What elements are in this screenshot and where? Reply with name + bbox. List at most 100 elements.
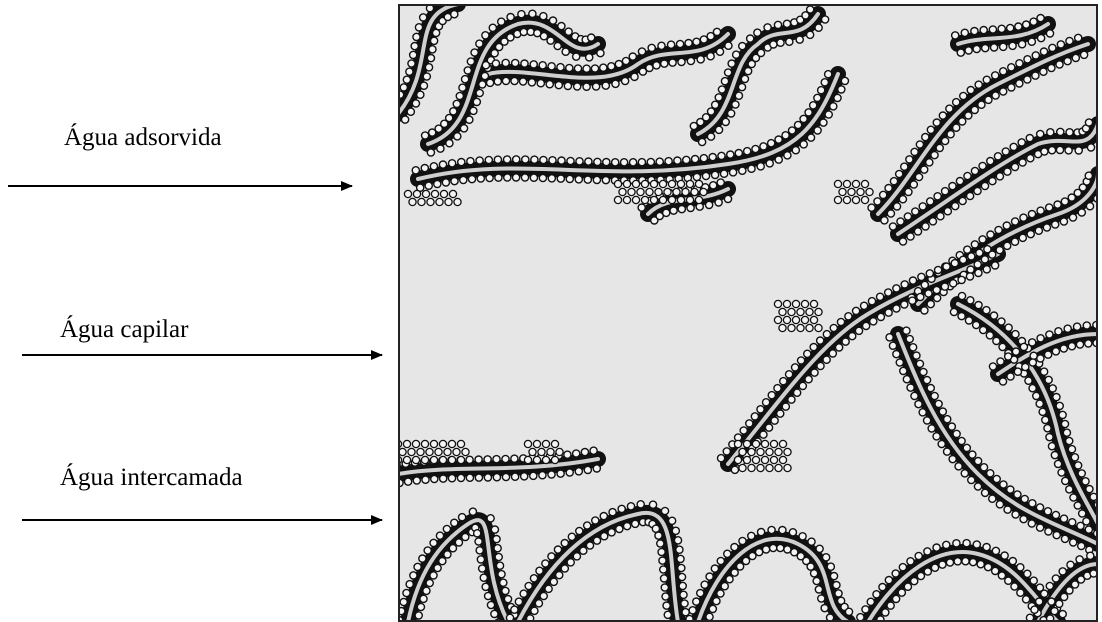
adsorbed-water-particle xyxy=(765,424,772,431)
adsorbed-water-particle xyxy=(1066,129,1073,136)
adsorbed-water-particle xyxy=(757,448,764,455)
adsorbed-water-particle xyxy=(1011,163,1018,170)
adsorbed-water-particle xyxy=(471,49,478,56)
adsorbed-water-particle xyxy=(406,581,413,588)
adsorbed-water-particle xyxy=(795,121,802,128)
adsorbed-water-particle xyxy=(929,218,936,225)
adsorbed-water-particle xyxy=(430,572,437,579)
adsorbed-water-particle xyxy=(429,46,436,53)
adsorbed-water-particle xyxy=(467,58,474,65)
adsorbed-water-particle xyxy=(648,44,655,51)
adsorbed-water-particle xyxy=(682,188,689,195)
adsorbed-water-particle xyxy=(739,537,746,544)
adsorbed-water-particle xyxy=(637,501,644,508)
adsorbed-water-particle xyxy=(455,539,462,546)
adsorbed-water-particle xyxy=(504,596,511,603)
adsorbed-water-particle xyxy=(764,24,771,31)
adsorbed-water-particle xyxy=(893,305,900,312)
adsorbed-water-particle xyxy=(496,562,503,569)
adsorbed-water-particle xyxy=(566,64,573,71)
adsorbed-water-particle xyxy=(674,537,681,544)
adsorbed-water-particle xyxy=(602,177,609,184)
adsorbed-water-particle xyxy=(745,68,752,75)
adsorbed-water-particle xyxy=(779,308,786,315)
adsorbed-water-particle xyxy=(440,190,447,197)
adsorbed-water-particle xyxy=(933,119,940,126)
adsorbed-water-particle xyxy=(403,440,410,447)
adsorbed-water-particle xyxy=(743,440,750,447)
adsorbed-water-particle xyxy=(852,196,859,203)
adsorbed-water-particle xyxy=(915,173,922,180)
adsorbed-water-particle xyxy=(567,157,574,164)
adsorbed-water-particle xyxy=(907,384,914,391)
adsorbed-water-particle xyxy=(427,198,434,205)
adsorbed-water-particle xyxy=(961,470,968,477)
adsorbed-water-particle xyxy=(893,595,900,602)
adsorbed-water-particle xyxy=(468,176,475,183)
adsorbed-water-particle xyxy=(676,546,683,553)
adsorbed-water-particle xyxy=(701,581,708,588)
adsorbed-water-particle xyxy=(1056,146,1063,153)
adsorbed-water-particle xyxy=(939,408,946,415)
adsorbed-water-particle xyxy=(834,180,841,187)
adsorbed-water-particle xyxy=(486,174,493,181)
adsorbed-water-particle xyxy=(979,162,986,169)
adsorbed-water-particle xyxy=(821,79,828,86)
adsorbed-water-particle xyxy=(1055,460,1062,467)
adsorbed-water-particle xyxy=(973,321,980,328)
adsorbed-water-particle xyxy=(1004,506,1011,513)
adsorbed-water-particle xyxy=(998,318,1005,325)
adsorbed-water-particle xyxy=(1061,198,1068,205)
adsorbed-water-particle xyxy=(1066,587,1073,594)
adsorbed-water-particle xyxy=(576,158,583,165)
adsorbed-water-particle xyxy=(1041,368,1048,375)
adsorbed-water-particle xyxy=(868,298,875,305)
adsorbed-water-particle xyxy=(668,196,675,203)
adsorbed-water-particle xyxy=(664,188,671,195)
adsorbed-water-particle xyxy=(913,352,920,359)
adsorbed-water-particle xyxy=(1029,359,1036,366)
adsorbed-water-particle xyxy=(946,559,953,566)
adsorbed-water-particle xyxy=(540,592,547,599)
adsorbed-water-particle xyxy=(1065,147,1072,154)
adsorbed-water-particle xyxy=(495,553,502,560)
adsorbed-water-particle xyxy=(638,204,645,211)
adsorbed-water-particle xyxy=(992,567,999,574)
adsorbed-water-particle xyxy=(775,136,782,143)
adsorbed-water-particle xyxy=(758,529,765,536)
adsorbed-water-particle xyxy=(743,456,750,463)
adsorbed-water-particle xyxy=(661,584,668,591)
adsorbed-water-particle xyxy=(1046,434,1053,441)
adsorbed-water-particle xyxy=(817,337,824,344)
adsorbed-water-particle xyxy=(1014,368,1021,375)
adsorbed-water-particle xyxy=(678,564,685,571)
adsorbed-water-particle xyxy=(564,82,571,89)
adsorbed-water-particle xyxy=(924,417,931,424)
adsorbed-water-particle xyxy=(418,198,425,205)
adsorbed-water-particle xyxy=(716,48,723,55)
adsorbed-water-particle xyxy=(723,448,730,455)
adsorbed-water-particle xyxy=(927,385,934,392)
adsorbed-water-particle xyxy=(498,18,505,25)
adsorbed-water-particle xyxy=(638,48,645,55)
adsorbed-water-particle xyxy=(967,192,974,199)
adsorbed-water-particle xyxy=(842,338,849,345)
adsorbed-water-particle xyxy=(1004,168,1011,175)
adsorbed-water-particle xyxy=(524,440,531,447)
adsorbed-water-particle xyxy=(1011,583,1018,590)
adsorbed-water-particle xyxy=(996,501,1003,508)
adsorbed-water-particle xyxy=(777,410,784,417)
adsorbed-water-particle xyxy=(801,300,808,307)
adsorbed-water-particle xyxy=(927,198,934,205)
adsorbed-water-particle xyxy=(731,544,738,551)
adsorbed-water-particle xyxy=(593,176,600,183)
adsorbed-water-particle xyxy=(421,165,428,172)
adsorbed-water-particle xyxy=(413,477,420,484)
adsorbed-water-particle xyxy=(904,213,911,220)
adsorbed-water-particle xyxy=(1055,328,1062,335)
adsorbed-water-particle xyxy=(422,190,429,197)
adsorbed-water-particle xyxy=(521,174,528,181)
adsorbed-water-particle xyxy=(814,127,821,134)
adsorbed-water-particle xyxy=(485,156,492,163)
adsorbed-water-particle xyxy=(695,196,702,203)
